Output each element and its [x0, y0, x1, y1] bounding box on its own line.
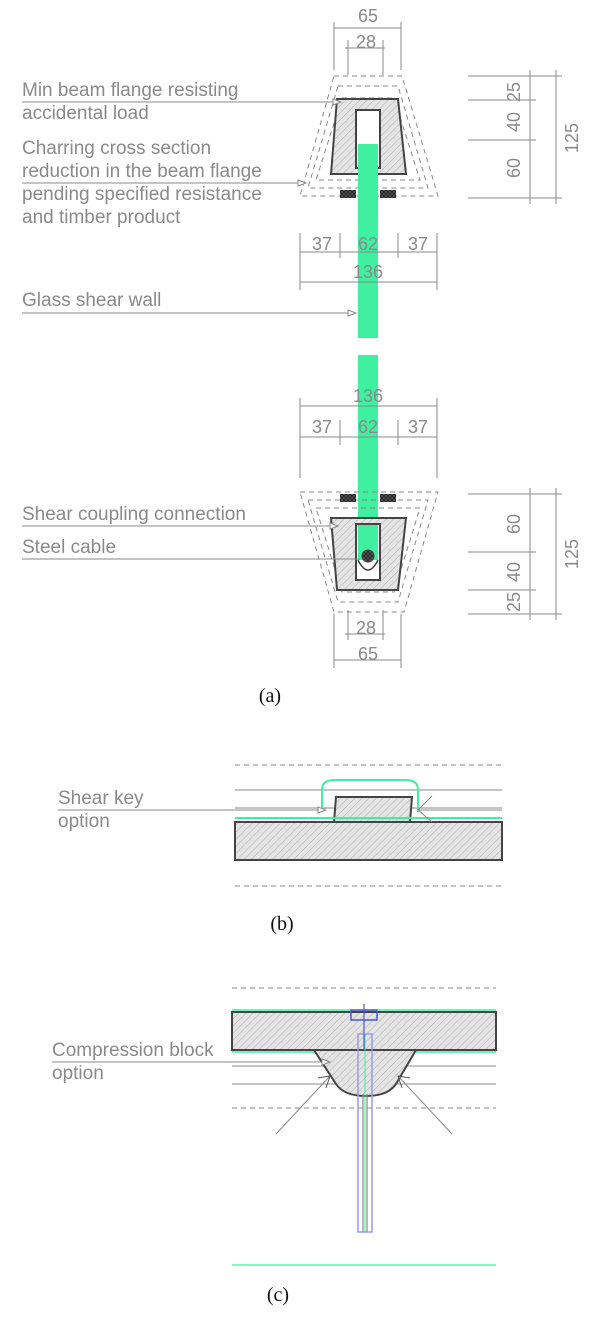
top-beam-char-outline	[299, 75, 439, 197]
label-shear-key-line2: option	[58, 811, 110, 832]
panel-b: Shear key option (b)	[58, 764, 503, 935]
glass-shear-wall-upper	[358, 144, 378, 338]
label-compression-block-line1: Compression block	[52, 1040, 214, 1061]
mid-width-dimensions: 37 62 37 136	[299, 233, 438, 290]
label-shear-coupling: Shear coupling connection	[22, 504, 340, 530]
label-shear-coupling-text: Shear coupling connection	[22, 504, 246, 525]
label-min-beam-flange-line1: Min beam flange resisting	[22, 80, 239, 101]
dim-bot-left: 37	[312, 417, 332, 437]
label-compression-block-line2: option	[52, 1063, 104, 1084]
label-glass-shear-wall-text: Glass shear wall	[22, 290, 161, 311]
dim-bot-total: 136	[353, 386, 383, 406]
bottom-beam-char-outline	[299, 491, 439, 613]
dim-top-right-25: 25	[504, 82, 524, 102]
top-shear-pad-right	[380, 190, 396, 198]
caption-a: (a)	[259, 685, 281, 707]
panel-c: Compression block option (c)	[52, 987, 497, 1306]
dim-bot-outer: 65	[358, 644, 378, 664]
dim-top-right-40: 40	[504, 112, 524, 132]
glass-shear-wall-lower	[358, 355, 378, 563]
dim-bot-right: 37	[408, 417, 428, 437]
label-charring: Charring cross section reduction in the …	[22, 138, 308, 228]
label-steel-cable-text: Steel cable	[22, 537, 116, 558]
bottom-beam-flange	[329, 517, 408, 591]
label-charring-line3: pending specified resistance	[22, 184, 262, 205]
label-min-beam-flange: Min beam flange resisting accidental loa…	[22, 80, 343, 124]
bottom-right-dimensions: 60 40 25 125	[468, 488, 582, 620]
dim-bot-right-60: 60	[504, 514, 524, 534]
dim-top-right-60: 60	[504, 158, 524, 178]
bottom-width-dimensions: 136 37 62 37	[299, 386, 438, 478]
caption-b: (b)	[270, 913, 293, 935]
dim-bot-right-25: 25	[504, 592, 524, 612]
dim-bot-right-40: 40	[504, 562, 524, 582]
dim-top-inner: 28	[356, 32, 376, 52]
top-right-dimensions: 25 40 60 125	[468, 70, 582, 204]
label-charring-line4: and timber product	[22, 207, 181, 228]
dim-bot-inner: 28	[356, 618, 376, 638]
caption-c: (c)	[267, 1284, 289, 1306]
bottom-width-dims-lower: 28 65	[333, 610, 402, 668]
shear-key-beam	[234, 821, 503, 861]
top-shear-pad-left	[340, 190, 356, 198]
dim-mid-center: 62	[358, 234, 378, 254]
dim-bot-right-125: 125	[562, 539, 582, 569]
bottom-shear-pad-left	[340, 494, 356, 502]
steel-cable-saddle	[357, 559, 379, 571]
steel-cable	[361, 549, 375, 563]
dim-mid-right: 37	[408, 234, 428, 254]
label-glass-shear-wall: Glass shear wall	[22, 290, 358, 317]
label-shear-key-line1: Shear key	[58, 788, 144, 809]
label-charring-line2: reduction in the beam flange	[22, 161, 262, 182]
top-beam-flange	[329, 98, 408, 175]
bottom-shear-pad-right	[380, 494, 396, 502]
label-charring-line1: Charring cross section	[22, 138, 211, 159]
panel-a: 65 28 25 40 60 125	[22, 6, 582, 707]
dim-mid-total: 136	[353, 262, 383, 282]
shear-key-glass-outline	[321, 779, 419, 812]
dim-mid-left: 37	[312, 234, 332, 254]
dim-top-outer: 65	[358, 6, 378, 26]
top-width-dimensions: 65 28	[333, 6, 402, 75]
label-steel-cable: Steel cable	[22, 537, 360, 560]
label-min-beam-flange-line2: accidental load	[22, 103, 149, 124]
dim-top-right-125: 125	[562, 123, 582, 153]
dim-bot-center: 62	[358, 417, 378, 437]
